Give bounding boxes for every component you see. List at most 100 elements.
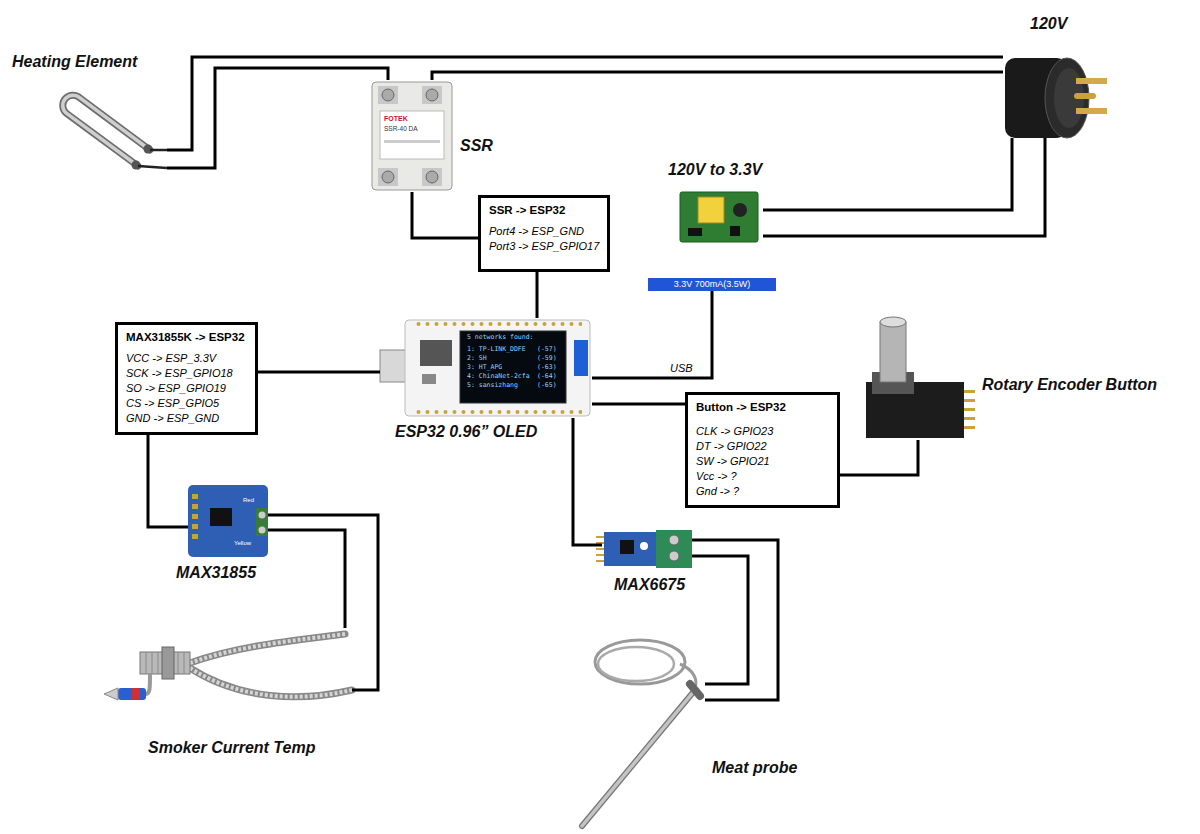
- crimp-band: [132, 688, 140, 700]
- wire: [692, 556, 748, 684]
- plug-prong: [1076, 78, 1107, 84]
- meat-probe: Meat probe: [575, 630, 705, 828]
- chip: [420, 340, 452, 366]
- rotary-encoder: Rotary Encoder Button: [860, 318, 975, 440]
- ssr-plate-stripe: [384, 140, 440, 143]
- pin-mapping: SCK -> ESP_GPIO18: [126, 366, 247, 381]
- probe-coil: [595, 640, 685, 684]
- screen-text: (-59): [537, 355, 557, 362]
- terminal-screw: [669, 551, 679, 561]
- ssr-screw: [426, 171, 438, 183]
- component: [688, 228, 702, 236]
- wire: [763, 150, 1045, 236]
- header-pin: [596, 548, 604, 550]
- wire: [592, 403, 685, 406]
- pin-mapping: GND -> ESP_GND: [126, 411, 247, 426]
- pin-mapping: Port4 -> ESP_GND: [489, 224, 599, 239]
- component: [730, 226, 740, 236]
- wire: [763, 150, 1012, 210]
- model-number: SSR-40 DA: [384, 126, 418, 133]
- part-label: 120V: [1030, 14, 1067, 34]
- pin-mapping: Gnd -> ?: [696, 484, 829, 499]
- heating-rod-shine: [63, 95, 150, 166]
- wiring-box: MAX31855K -> ESP32VCC -> ESP_3.3VSCK -> …: [115, 322, 258, 435]
- wire-color: Red: [243, 497, 254, 503]
- probe-rod-edge: [582, 690, 695, 826]
- heating-element: Heating Element: [55, 78, 167, 178]
- plug-ground-pin: [1074, 93, 1096, 99]
- wire: [148, 435, 188, 527]
- blue-button: [574, 340, 588, 376]
- pin-mapping: VCC -> ESP_3.3V: [126, 351, 247, 366]
- ssr-terminal: [378, 168, 398, 186]
- header-pin: [192, 514, 198, 519]
- wire: [167, 68, 388, 168]
- part-label: Meat probe: [712, 758, 797, 778]
- ssr-terminal: [422, 168, 442, 186]
- thermocouple-amplifier: MAX6675: [602, 528, 692, 570]
- wire: [167, 57, 1003, 150]
- lug-wire: [146, 674, 150, 694]
- part-label: MAX31855: [176, 563, 256, 583]
- braided-cable: [190, 634, 345, 663]
- box-heading: Button -> ESP32: [696, 400, 829, 415]
- part-label: SSR: [460, 136, 493, 156]
- encoder-pin: [964, 408, 975, 411]
- encoder-pin: [964, 417, 975, 420]
- ssr-terminal: [378, 86, 398, 104]
- capacitor: [733, 203, 747, 217]
- wiring-box: Button -> ESP32CLK -> GPIO23DT -> GPIO22…: [685, 392, 840, 508]
- terminal-block: [256, 508, 268, 536]
- part-label: Smoker Current Temp: [148, 738, 315, 758]
- wire: [412, 192, 478, 238]
- ssr-screw: [382, 89, 394, 101]
- encoder-pin: [964, 399, 975, 402]
- transformer: [698, 197, 724, 223]
- terminal-block: [656, 530, 692, 568]
- header-pin: [596, 560, 604, 562]
- screen-text: 3: HT_APG: [467, 364, 502, 371]
- screen-text: 5 networks found:: [467, 334, 534, 341]
- part-label: MAX6675: [614, 575, 685, 595]
- encoder-shaft: [880, 322, 906, 382]
- box-heading: SSR -> ESP32: [489, 203, 599, 218]
- ssr-screw: [426, 89, 438, 101]
- mains-plug: 120V: [1003, 50, 1110, 150]
- pin-mapping: Port3 -> ESP_GPIO17: [489, 239, 599, 254]
- wire: [592, 291, 712, 378]
- terminal-screw: [669, 535, 679, 545]
- mount-hole: [640, 542, 648, 550]
- header-pin: [192, 534, 198, 539]
- pin-mapping: DT -> GPIO22: [696, 439, 829, 454]
- braided-cable-weave: [190, 634, 345, 663]
- screen-text: (-63): [537, 364, 557, 371]
- power-module-pcb: [680, 192, 758, 242]
- screen-text: 5: sansizhang: [467, 382, 518, 389]
- braided-cable: [190, 668, 352, 697]
- pin-mapping: SW -> GPIO21: [696, 454, 829, 469]
- encoder-pin: [964, 426, 975, 429]
- screen-text: 4: ChinaNet-2cfa: [467, 373, 530, 380]
- header-pin: [192, 504, 198, 509]
- probe-rod: [582, 690, 695, 826]
- wire: [573, 418, 602, 545]
- pin-mapping: SO -> ESP_GPIO19: [126, 381, 247, 396]
- wire: [692, 540, 778, 700]
- max31855-pcb: [188, 485, 268, 557]
- rod-lead: [138, 150, 167, 168]
- esp32-pcb: [405, 320, 590, 416]
- header-pin: [596, 536, 604, 538]
- wire: [268, 515, 378, 690]
- thermocouple-amplifier: MAX31855: [188, 483, 268, 557]
- pin-mapping: CLK -> GPIO23: [696, 424, 829, 439]
- ssr-body: [372, 82, 452, 190]
- braided-cable-weave: [190, 668, 352, 697]
- wire: [258, 371, 380, 374]
- wire: [432, 72, 1003, 80]
- wire: [268, 530, 345, 628]
- spec-text: 3.3V 700mA(3.5W): [648, 278, 776, 291]
- wiring-box: SSR -> ESP32Port4 -> ESP_GNDPort3 -> ESP…: [478, 195, 610, 272]
- probe-coil: [598, 647, 674, 681]
- screen-text: (-64): [537, 373, 557, 380]
